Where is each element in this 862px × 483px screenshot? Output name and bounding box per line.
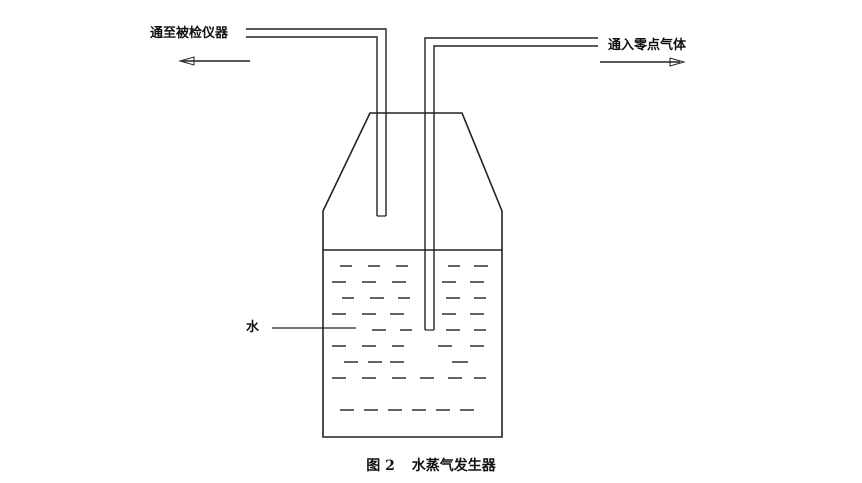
outlet-tube-inner [246,36,378,216]
water-label: 水 [246,320,260,335]
outlet-label: 通至被检仪器 [150,26,229,41]
vessel-outline [322,112,503,438]
inlet-label: 通入零点气体 [608,38,687,53]
figure-number: 图 2 [366,458,395,474]
figure-caption: 图 2 水蒸气发生器 [0,455,862,475]
water-hatching [332,265,488,411]
figure-title: 水蒸气发生器 [411,458,496,474]
outlet-arrow [178,56,250,66]
outlet-tube-outer [246,28,387,216]
inlet-tube-inner [433,45,598,330]
inlet-tube-outer [424,37,598,330]
inlet-arrow [600,57,686,67]
